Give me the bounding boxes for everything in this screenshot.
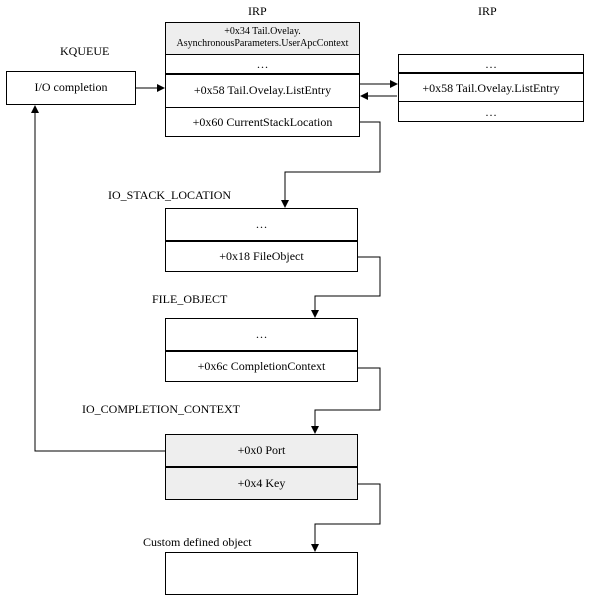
irp-main-divider-1 [166,54,359,55]
kqueue-label: KQUEUE [60,44,110,58]
completion-key-cell: +0x4 Key [237,476,286,490]
irp-main-box: +0x34 Tail.Ovelay. AsynchronousParameter… [165,22,360,137]
io-stack-location-ellipsis: … [255,217,268,231]
irp-next-ellipsis-top: … [485,57,497,71]
file-object-divider [166,350,357,352]
custom-defined-object-label: Custom defined object [143,535,252,549]
completion-context-divider [166,466,357,468]
io-stack-location-label: IO_STACK_LOCATION [108,188,232,202]
custom-defined-object-box [165,552,358,595]
io-completion-context-box: +0x0 Port +0x4 Key [165,434,358,500]
irp-apc-context-cell: +0x34 Tail.Ovelay. AsynchronousParameter… [166,23,359,54]
irp-apc-context-line2: AsynchronousParameters.UserApcContext [176,38,349,49]
irp-left-label: IRP [248,4,267,18]
irp-next-box: … +0x58 Tail.Ovelay.ListEntry … [398,54,584,122]
irp-next-divider-2 [399,101,583,102]
file-object-box: … +0x6c CompletionContext [165,318,358,382]
io-stack-location-box: … +0x18 FileObject [165,208,358,272]
io-completion-context-label: IO_COMPLETION_CONTEXT [82,402,240,416]
irp-next-divider-1 [399,72,583,74]
irp-next-list-entry: +0x58 Tail.Ovelay.ListEntry [422,81,560,95]
port-to-kqueue-arrow [31,105,165,452]
io-stack-location-divider [166,240,357,242]
file-object-ellipsis: … [255,327,268,341]
file-object-label: FILE_OBJECT [152,292,228,306]
irp-main-current-stack-location: +0x60 CurrentStackLocation [192,115,333,129]
irp-next-ellipsis-bottom: … [485,105,497,119]
completion-port-cell: +0x0 Port [237,443,286,457]
irp-right-label: IRP [478,4,497,18]
irp-apc-context-line1: +0x34 Tail.Ovelay. [224,26,301,37]
kqueue-io-completion-box: I/O completion [6,71,136,105]
file-object-completion-context: +0x6c CompletionContext [197,359,326,373]
io-stack-location-file-object: +0x18 FileObject [219,249,304,263]
irp-main-ellipsis: … [256,57,269,71]
irp-main-list-entry: +0x58 Tail.Ovelay.ListEntry [193,83,332,97]
irp-main-divider-3 [166,107,359,108]
irp-main-divider-2 [166,73,359,75]
kqueue-io-completion-text: I/O completion [34,80,108,94]
